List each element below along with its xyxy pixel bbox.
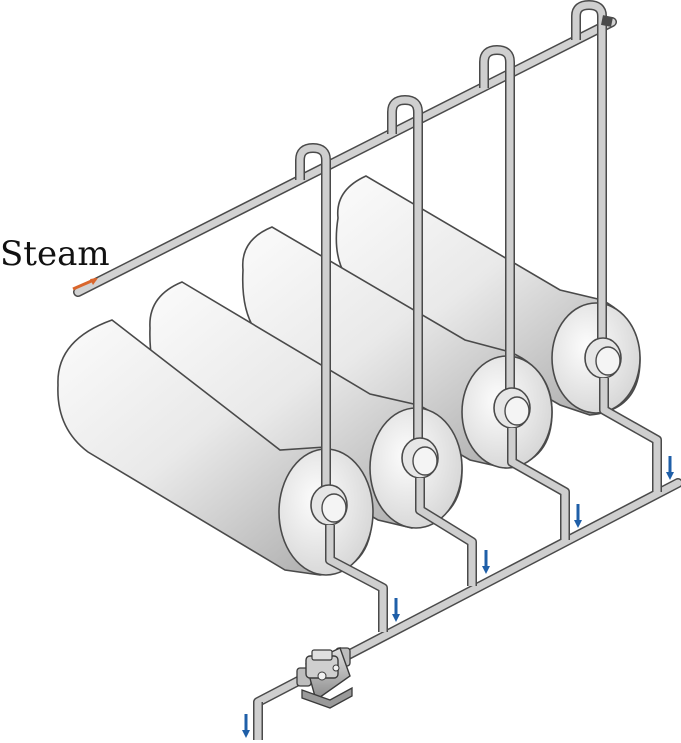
condensate-drop-2 [415, 478, 477, 586]
steam-header-pipe [73, 17, 617, 297]
steam-trap-icon [296, 647, 353, 709]
steam-riser-4 [571, 0, 613, 345]
arrow-down-icon [392, 598, 400, 622]
arrow-down-icon [574, 504, 582, 528]
condensate-drop-1 [325, 525, 388, 632]
arrow-down-icon [666, 456, 674, 480]
rotary-joint-2 [401, 437, 439, 479]
steam-label: Steam [0, 234, 110, 274]
steam-riser-2 [387, 95, 423, 452]
condensate-drop-3 [507, 428, 570, 540]
arrow-right-icon [72, 277, 98, 291]
arrow-down-icon [482, 550, 490, 574]
condensate-drop-4 [599, 378, 662, 492]
rotary-joint-3 [493, 387, 531, 429]
arrow-down-icon [242, 714, 250, 738]
rotary-joint-1 [310, 484, 348, 526]
steam-riser-1 [295, 143, 331, 498]
rotary-joint-4 [584, 337, 622, 379]
steam-riser-3 [479, 45, 515, 398]
